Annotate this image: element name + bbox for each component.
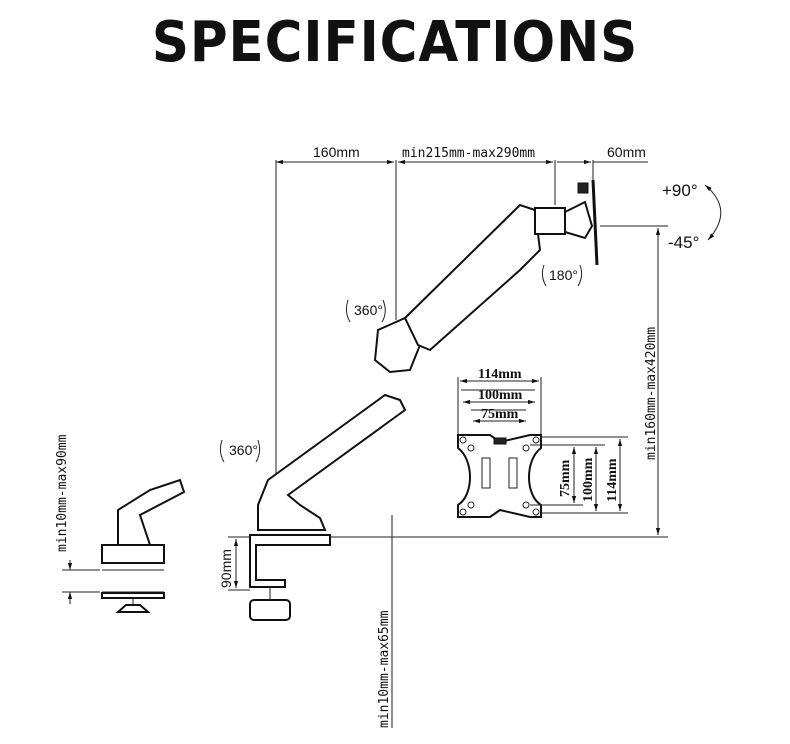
vesa-inner-h-label: 75mm (481, 407, 519, 422)
clamp-height-label: 90mm (218, 549, 234, 588)
desk-thickness-label: min10mm-max65mm (377, 610, 392, 728)
tilt-down-label: -45° (668, 233, 699, 252)
top-dimensions: 160mm min215mm-max290mm 60mm (275, 144, 648, 525)
rotation-lower-label: 360° (229, 442, 258, 458)
depth-base-label: 160mm (313, 144, 360, 160)
head-depth-label: 60mm (607, 144, 646, 160)
vesa-outer-v-label: 114mm (605, 458, 620, 502)
vesa-mid-v-label: 100mm (581, 457, 596, 502)
monitor-arm-drawing: 360° 360° 180° (219, 179, 599, 621)
side-view-drawing: min10mm-max90mm (55, 434, 186, 613)
height-dimension: min160mm-max420mm (330, 225, 668, 538)
rotation-upper-label: 360° (354, 302, 383, 318)
side-range-label: min10mm-max90mm (55, 434, 70, 552)
vesa-plate-drawing: 114mm 100mm 75mm 75mm 100mm 114mm (457, 367, 628, 518)
rotation-head-label: 180° (549, 267, 578, 283)
arm-extension-label: min215mm-max290mm (402, 146, 535, 161)
vesa-mid-h-label: 100mm (478, 388, 523, 403)
page-title: SPECIFICATIONS (151, 10, 639, 75)
height-range-label: min160mm-max420mm (644, 327, 659, 460)
clamp-dimensions: 90mm min10mm-max65mm (218, 515, 393, 728)
tilt-indicator: +90° -45° (662, 181, 722, 252)
vesa-outer-h-label: 114mm (478, 367, 522, 382)
tilt-up-label: +90° (662, 181, 698, 200)
vesa-inner-v-label: 75mm (558, 459, 573, 497)
